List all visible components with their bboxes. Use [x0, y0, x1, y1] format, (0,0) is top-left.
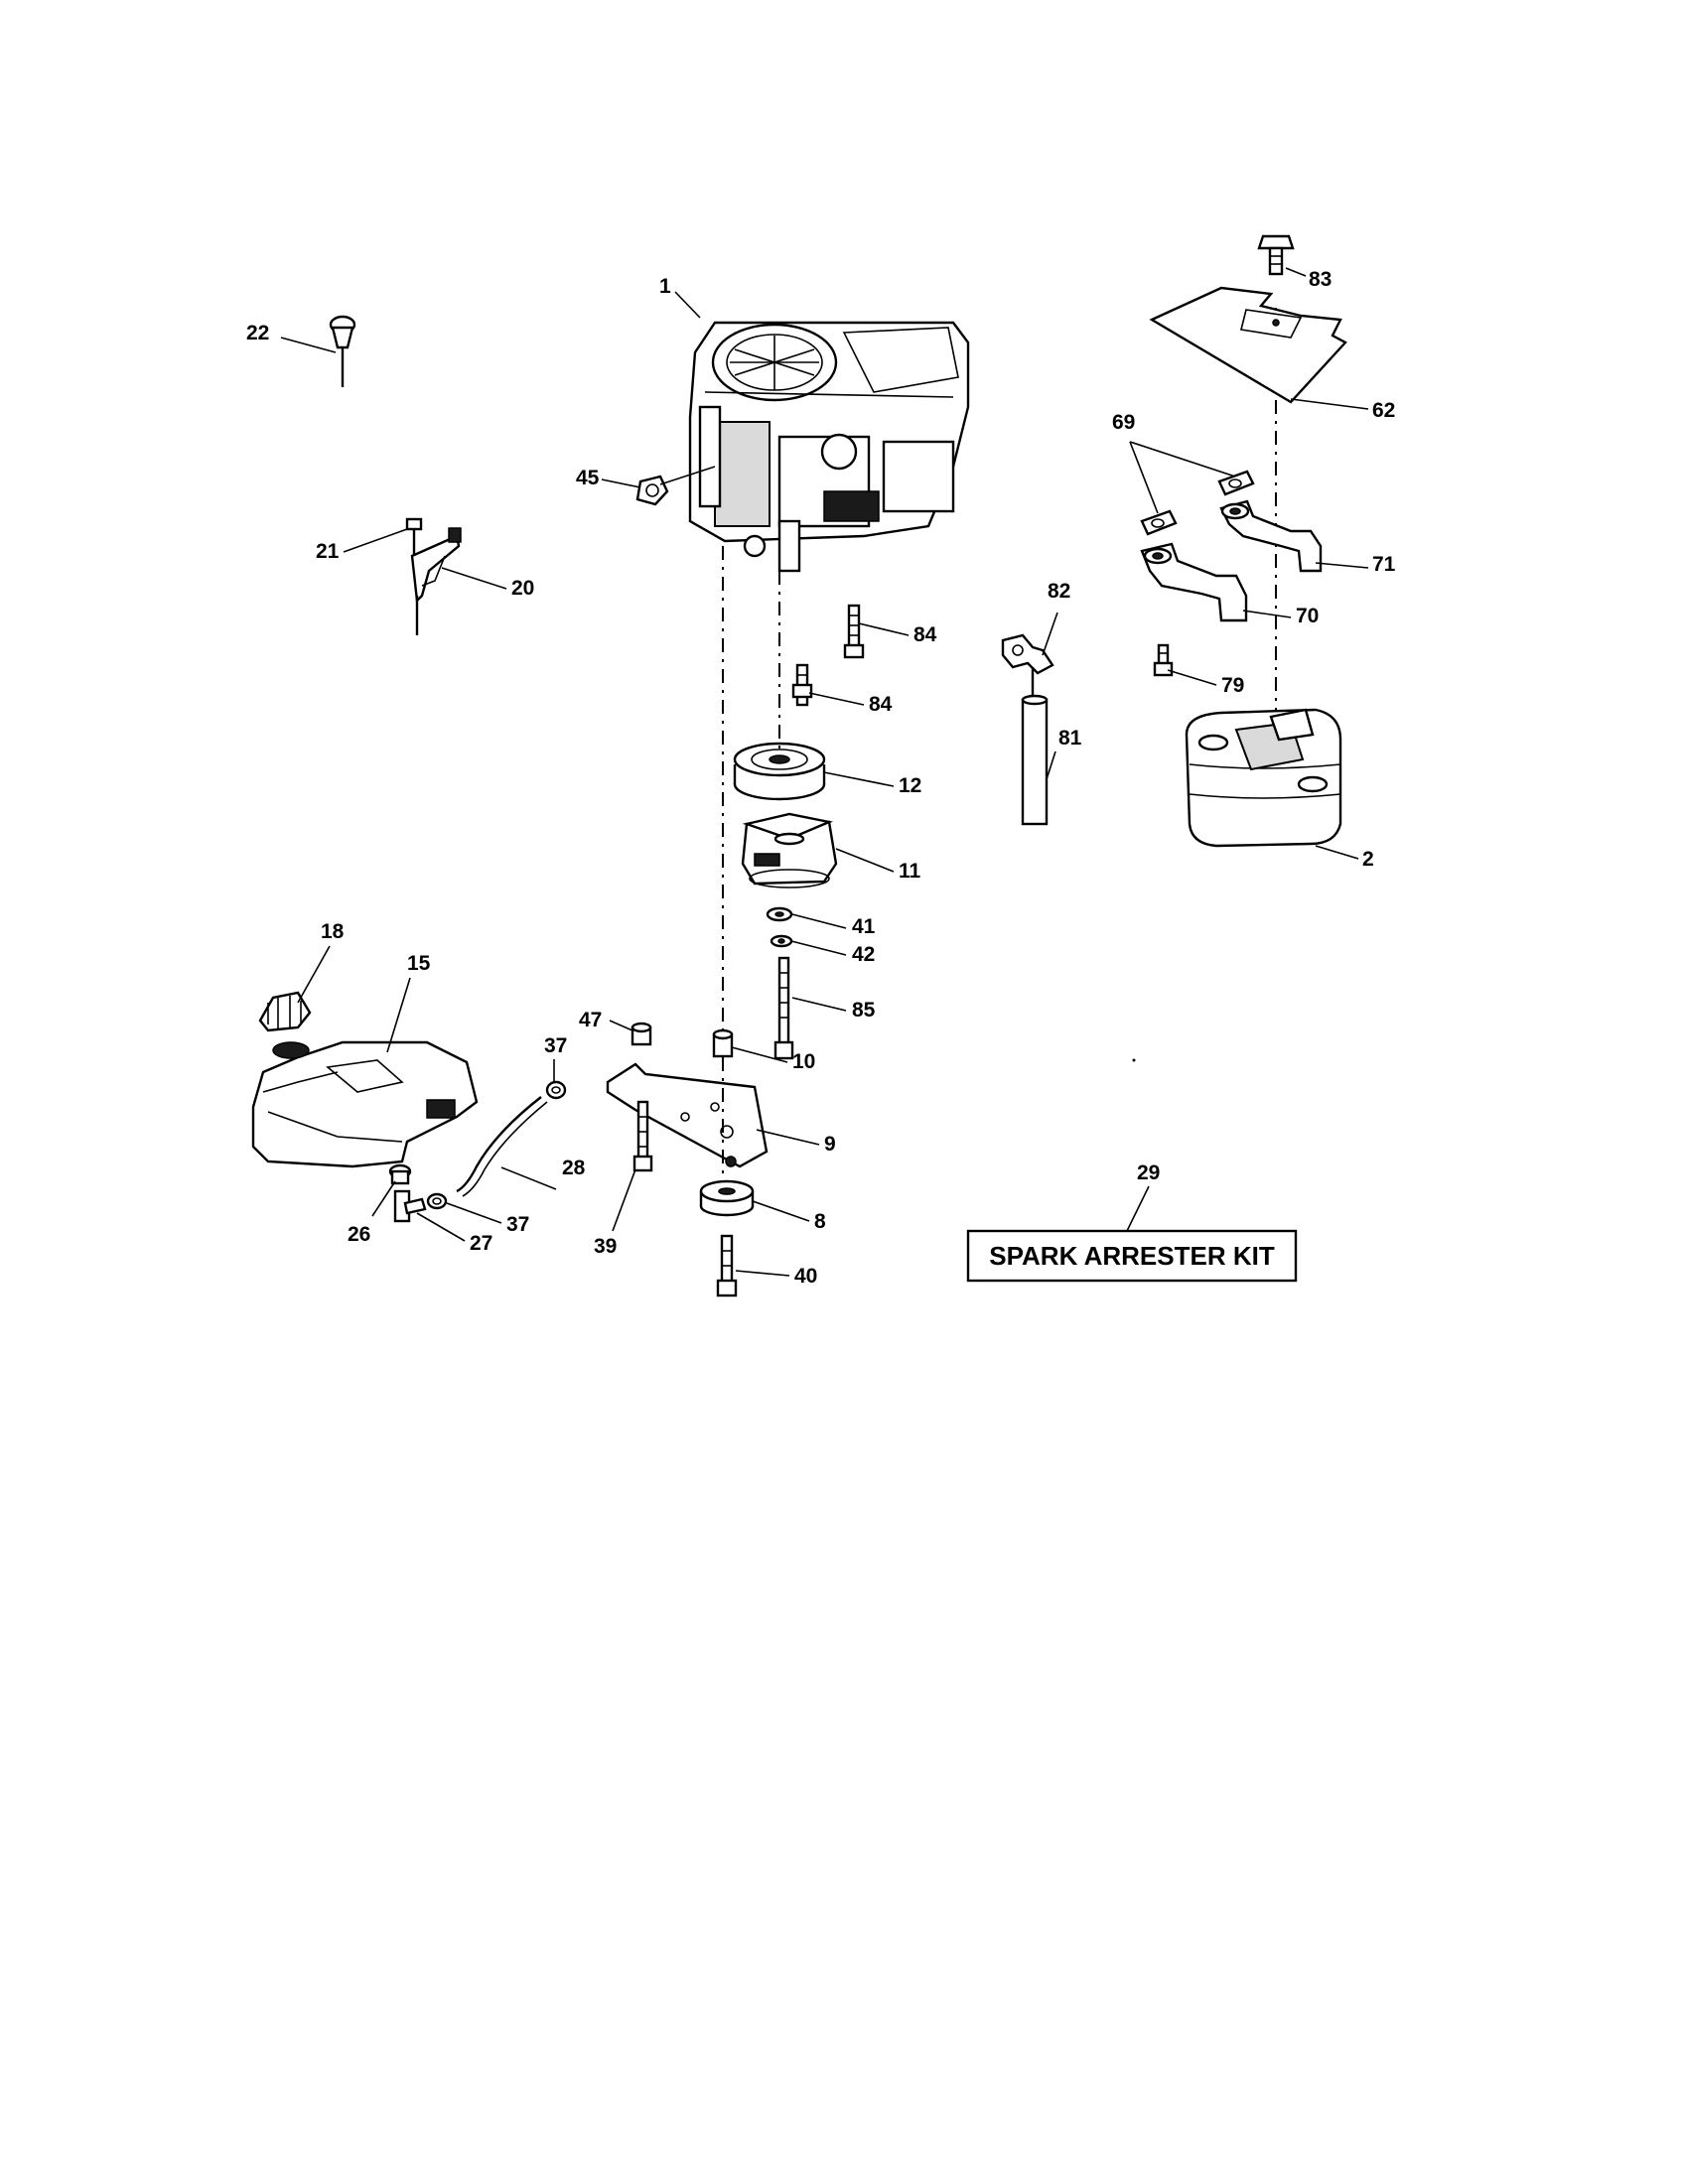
callout-1: 1 — [659, 275, 671, 298]
callout-84-upper: 84 — [913, 623, 937, 646]
part-20-throttle-bracket — [410, 527, 462, 635]
callout-26: 26 — [348, 1223, 370, 1246]
callout-69: 69 — [1112, 411, 1135, 434]
callout-82: 82 — [1048, 580, 1070, 603]
part-2-muffler — [1185, 708, 1342, 848]
callout-28: 28 — [562, 1157, 586, 1179]
callout-22: 22 — [246, 322, 269, 344]
part-12-pulley — [733, 742, 826, 801]
callout-79: 79 — [1221, 674, 1244, 697]
callout-2: 2 — [1362, 848, 1374, 871]
part-27-shutoff-valve — [393, 1189, 427, 1223]
callout-18: 18 — [321, 920, 345, 943]
callout-37-upper: 37 — [544, 1034, 567, 1057]
part-42-washer — [770, 934, 793, 948]
callout-47: 47 — [579, 1009, 602, 1031]
callout-62: 62 — [1372, 399, 1395, 422]
part-84-bolt-upper — [843, 604, 865, 659]
part-69-gasket-upper — [1217, 470, 1255, 496]
callout-10: 10 — [792, 1050, 815, 1073]
callout-42: 42 — [852, 943, 875, 966]
part-9-bracket — [606, 1062, 769, 1168]
part-81-tube — [1021, 694, 1049, 826]
part-26-grommet — [388, 1163, 412, 1185]
spark-arrester-kit-box: SPARK ARRESTER KIT — [966, 1229, 1298, 1283]
callout-29: 29 — [1137, 1161, 1160, 1184]
stray-dot — [1132, 1058, 1136, 1062]
callout-11: 11 — [899, 860, 921, 883]
part-21-screw — [405, 517, 423, 556]
part-40-bolt — [716, 1234, 738, 1297]
leader-lines — [280, 267, 1369, 1277]
callout-71: 71 — [1372, 553, 1396, 576]
callout-20: 20 — [511, 577, 534, 600]
callout-21: 21 — [316, 540, 340, 563]
part-18-fuel-cap — [258, 991, 312, 1032]
callout-83: 83 — [1309, 268, 1332, 291]
part-41-washer — [766, 906, 793, 922]
part-11-clutch — [741, 812, 838, 888]
part-69-gasket-lower — [1140, 509, 1178, 536]
part-83-bolt — [1257, 234, 1295, 276]
part-39-bolt — [632, 1100, 653, 1172]
callout-40: 40 — [794, 1265, 817, 1288]
spark-arrester-kit-label: SPARK ARRESTER KIT — [989, 1241, 1275, 1271]
part-62-heat-shield — [1149, 286, 1347, 404]
callout-85: 85 — [852, 999, 876, 1022]
part-84-bolt-lower — [791, 663, 813, 707]
part-79-screw — [1153, 643, 1174, 677]
part-28-fuel-line — [456, 1096, 548, 1197]
callout-81: 81 — [1058, 727, 1082, 750]
callout-41: 41 — [852, 915, 876, 938]
callout-39: 39 — [594, 1235, 617, 1258]
callout-12: 12 — [899, 774, 921, 797]
callout-15: 15 — [407, 952, 431, 975]
engine — [688, 321, 970, 573]
callout-37-lower: 37 — [506, 1213, 529, 1236]
part-37-clamp-upper — [545, 1080, 567, 1100]
part-45-nut — [635, 475, 669, 506]
callout-84-lower: 84 — [869, 693, 893, 716]
part-8-idler-pulley — [699, 1179, 755, 1217]
callout-labels: 1 22 45 21 20 84 84 12 11 41 42 85 10 47… — [246, 268, 1396, 1288]
part-70-exhaust-pipe — [1140, 542, 1248, 622]
part-37-clamp-lower — [426, 1192, 448, 1210]
part-15-fuel-tank — [251, 1040, 479, 1168]
part-71-exhaust-pipe — [1219, 499, 1323, 573]
callout-9: 9 — [824, 1133, 836, 1156]
part-85-bolt — [773, 956, 794, 1060]
part-47-nut — [631, 1022, 652, 1046]
part-82-elbow — [1001, 633, 1054, 700]
callout-8: 8 — [814, 1210, 826, 1233]
callout-27: 27 — [470, 1232, 492, 1255]
part-10-spacer — [712, 1028, 734, 1058]
callout-70: 70 — [1296, 605, 1319, 627]
part-22-dipstick — [329, 315, 356, 387]
callout-45: 45 — [576, 467, 600, 489]
